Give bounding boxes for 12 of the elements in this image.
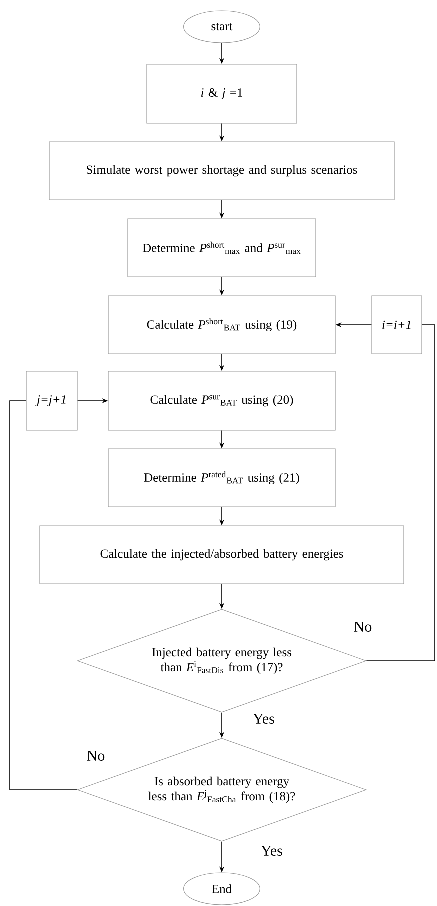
process-box: Calculate the injected/absorbed battery energies: [40, 526, 404, 584]
process-box: Calculate P$^{sur}$$_{BAT}$ using (20): [108, 371, 336, 431]
edge-label: No: [86, 750, 106, 762]
edge-label: Yes: [252, 713, 276, 725]
edge-label: Yes: [260, 845, 284, 857]
process-box: Calculate P$^{short}$$_{BAT}$ using (19): [108, 296, 336, 354]
process-box: Determine P$^{rated}$$_{BAT}$ using (21): [108, 448, 336, 508]
process-box: i=i+1: [372, 296, 422, 354]
process-box: j=j+1: [26, 371, 78, 431]
process-box: Simulate worst power shortage and surplus scenarios: [49, 142, 395, 200]
process-box: Determine P$^{short}$$_{max}$ and P$^{sur}$max: [128, 218, 316, 278]
process-box: i & j =1: [146, 64, 298, 124]
